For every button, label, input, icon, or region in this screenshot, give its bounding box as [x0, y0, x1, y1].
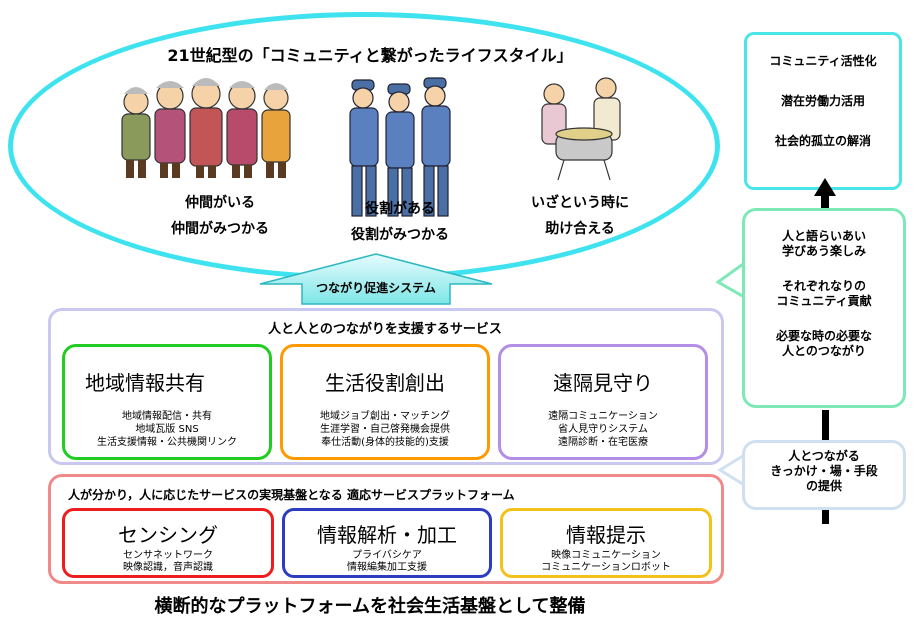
service-card-remote-watch: 遠隔見守り 遠隔コミュニケーション 省人見守りシステム 遠隔診断・在宅医療: [498, 344, 708, 460]
platform-line: プライバシケア: [352, 550, 422, 561]
platform-line: コミュニケーションロボット: [541, 562, 671, 573]
benefits-box: 人と語らいあい 学びあう楽しみ それぞれなりの コミュニティ貢献 必要な時の必要…: [742, 208, 906, 408]
platform-card-title: 情報解析・加工: [317, 523, 457, 547]
caption-line: いざという時に: [531, 195, 629, 211]
platform-title: 人が分かり，人に応じたサービスの実現基盤となる 適応サービスプラットフォーム: [68, 488, 515, 502]
services-frame: [48, 308, 724, 465]
helping-scene-illustration: [541, 77, 621, 181]
group-caption-mutual-aid: いざという時に 助け合える: [500, 190, 660, 242]
platform-card-analysis: 情報解析・加工 プライバシケア 情報編集加工支援: [282, 508, 492, 578]
workers-illustration: [349, 77, 451, 217]
trigger-line: 人とつながる: [788, 449, 860, 463]
promotion-arrow-label: つながり促進システム: [316, 281, 436, 295]
service-line: 地域情報配信・共有: [122, 411, 212, 422]
group-caption-roles: 役割がある 役割がみつかる: [310, 196, 490, 248]
group-caption-peers: 仲間がいる 仲間がみつかる: [130, 190, 310, 242]
service-line: 地域ジョブ創出・マッチング: [320, 411, 450, 422]
platform-line: 映像認識，音声認識: [123, 562, 213, 573]
service-line: 遠隔診断・在宅医療: [558, 437, 648, 448]
service-line: 遠隔コミュニケーション: [548, 411, 658, 422]
connector-line: [822, 410, 829, 442]
trigger-box: 人とつながる きっかけ・場・手段 の提供: [742, 440, 906, 510]
caption-line: 仲間がいる: [185, 195, 255, 211]
platform-line: 情報編集加工支援: [347, 562, 427, 573]
service-card-title: 地域情報共有: [85, 371, 205, 395]
service-card-title: 遠隔見守り: [553, 371, 653, 395]
caption-line: 助け合える: [545, 221, 615, 237]
benefit-line: 学びあう楽しみ: [781, 244, 866, 258]
service-line: 生活支援情報・公共機関リンク: [97, 437, 237, 448]
platform-frame: [48, 474, 724, 584]
goal-item: コミュニティ活性化: [769, 54, 877, 68]
benefit-line: それぞれなりの: [781, 279, 866, 293]
benefit-item: 必要な時の必要な 人とのつながり: [745, 329, 903, 359]
service-line: 地域瓦版 SNS: [135, 424, 199, 435]
caption-line: 役割がある: [365, 201, 435, 217]
goals-box: コミュニティ活性化 潜在労働力活用 社会的孤立の解消: [744, 32, 902, 190]
platform-line: センサネットワーク: [123, 550, 213, 561]
platform-line: 映像コミュニケーション: [551, 550, 661, 561]
caption-line: 仲間がみつかる: [171, 221, 269, 237]
service-card-local-info: 地域情報共有 地域情報配信・共有 地域瓦版 SNS 生活支援情報・公共機関リンク: [62, 344, 272, 460]
promotion-arrow: [259, 253, 493, 305]
benefit-line: 必要な時の必要な: [775, 329, 872, 343]
service-line: 生涯学習・自己啓発機会提供: [320, 424, 450, 435]
service-line: 奉仕活動(身体的技能的)支援: [321, 437, 449, 448]
platform-card-sensing: センシング センサネットワーク 映像認識，音声認識: [62, 508, 274, 578]
trigger-line: きっかけ・場・手段: [770, 464, 878, 478]
platform-card-presentation: 情報提示 映像コミュニケーション コミュニケーションロボット: [500, 508, 712, 578]
benefit-item: それぞれなりの コミュニティ貢献: [745, 279, 903, 309]
benefit-line: コミュニティ貢献: [776, 294, 872, 308]
services-title: 人と人とのつながりを支援するサービス: [268, 322, 502, 337]
elderly-group-illustration: [121, 78, 291, 178]
connector-line: [822, 510, 829, 524]
platform-card-title: 情報提示: [566, 523, 646, 547]
bottom-caption: 横断的なプラットフォームを社会生活基盤として整備: [154, 596, 586, 617]
benefit-line: 人とのつながり: [782, 344, 866, 358]
ellipse-title: 21世紀型の「コミュニティと繋がったライフスタイル」: [167, 46, 573, 65]
trigger-line: の提供: [805, 479, 842, 493]
goal-item: 潜在労働力活用: [780, 94, 865, 108]
benefit-item: 人と語らいあい 学びあう楽しみ: [745, 229, 903, 259]
caption-line: 役割がみつかる: [351, 227, 449, 243]
service-card-life-role: 生活役割創出 地域ジョブ創出・マッチング 生涯学習・自己啓発機会提供 奉仕活動(…: [280, 344, 490, 460]
platform-card-title: センシング: [118, 523, 218, 547]
benefit-line: 人と語らいあい: [781, 229, 866, 243]
goal-item: 社会的孤立の解消: [774, 134, 871, 148]
service-line: 省人見守りシステム: [558, 424, 648, 435]
service-card-title: 生活役割創出: [325, 371, 445, 395]
goals-up-arrow: [814, 178, 836, 210]
